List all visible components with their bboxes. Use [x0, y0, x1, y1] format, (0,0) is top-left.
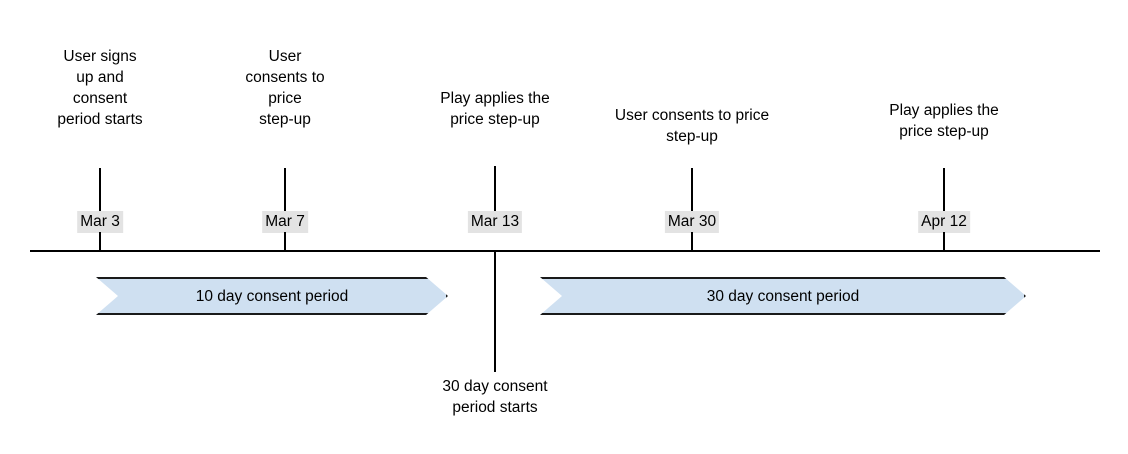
timeline-axis: [30, 250, 1100, 252]
date-label-apr-12: Apr 12: [918, 211, 970, 233]
timeline-event-apr-12: Play applies the price step-up Apr 12: [814, 0, 1074, 260]
event-caption-apr-12: Play applies the price step-up: [889, 102, 999, 140]
date-label-mar-30: Mar 30: [664, 211, 720, 233]
timeline-event-mar-7: User consents to price step-up Mar 7: [155, 0, 415, 260]
event-tick-lower-mar-7: [284, 232, 286, 252]
event-tick-apr-12: [943, 168, 945, 212]
event-tick-mar-3: [99, 168, 101, 212]
consent-period-band-30-day-label: 30 day consent period: [706, 287, 860, 305]
below-axis-tick-mar-13: [494, 250, 496, 372]
event-caption-mar-30: User consents to price step-up: [614, 107, 770, 145]
timeline-event-mar-3: User signs up and consent period starts …: [0, 0, 230, 260]
event-caption-mar-13: Play applies the price step-up: [440, 90, 550, 128]
event-tick-mar-13: [494, 166, 496, 212]
event-tick-lower-apr-12: [943, 232, 945, 252]
below-axis-caption-30-day-consent-period-starts: 30 day consent period starts: [442, 378, 548, 416]
timeline-event-mar-30: User consents to price step-up Mar 30: [562, 0, 822, 260]
consent-period-band-10-day: 10 day consent period: [96, 277, 448, 315]
event-tick-mar-7: [284, 168, 286, 212]
date-label-mar-7: Mar 7: [262, 211, 308, 233]
timeline-event-mar-13: Play applies the price step-up Mar 13: [365, 0, 625, 260]
event-tick-lower-mar-30: [691, 232, 693, 252]
consent-period-band-30-day: 30 day consent period: [540, 277, 1026, 315]
event-tick-mar-30: [691, 168, 693, 212]
consent-period-band-10-day-label: 10 day consent period: [195, 287, 349, 305]
date-label-mar-13: Mar 13: [467, 211, 523, 233]
date-label-mar-3: Mar 3: [77, 211, 123, 233]
event-caption-mar-7: User consents to price step-up: [245, 48, 325, 128]
event-tick-lower-mar-3: [99, 232, 101, 252]
event-caption-mar-3: User signs up and consent period starts: [57, 48, 143, 128]
